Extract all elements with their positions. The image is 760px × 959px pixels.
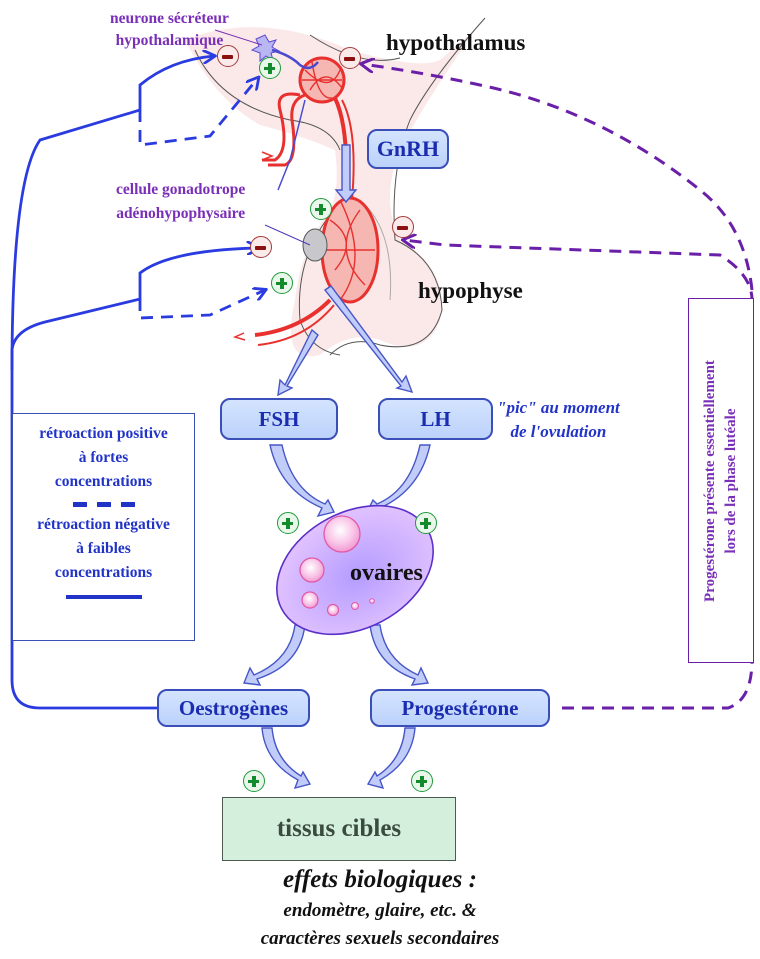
fsh-box: FSH xyxy=(220,398,338,440)
neurone-label: neurone sécréteur hypothalamique xyxy=(110,8,229,52)
legend-negative-line2: à faibles xyxy=(76,540,131,557)
progesterone-box: Progestérone xyxy=(370,689,550,727)
portal-blood-vessels xyxy=(232,56,380,346)
minus-sign-icon xyxy=(250,236,272,258)
cellule-label-line1: cellule gonadotrope xyxy=(116,181,246,198)
plus-sign-icon xyxy=(310,198,332,220)
target-tissue-box: tissus cibles xyxy=(222,797,456,861)
minus-sign-icon xyxy=(392,216,414,238)
lh-peak-note-line1: "pic" au moment xyxy=(497,398,620,417)
cellule-label-line2: adénohypophysaire xyxy=(116,205,246,222)
ovary-shape xyxy=(276,504,434,636)
neurone-label-line2: hypothalamique xyxy=(115,32,224,49)
legend-negative-line3: concentrations xyxy=(54,564,153,581)
progesterone-phase-note-text: Progestérone présente essentiellement lo… xyxy=(700,360,742,602)
lh-peak-note-line2: de l'ovulation xyxy=(510,422,607,441)
ovaires-label: ovaires xyxy=(350,560,423,586)
legend-dashed-line-sample xyxy=(72,502,135,507)
progesterone-note-line2: lors de la phase lutéale xyxy=(723,408,739,553)
progesterone-phase-note: Progestérone présente essentiellement lo… xyxy=(688,298,754,663)
plus-sign-icon xyxy=(271,272,293,294)
cellule-label: cellule gonadotrope adénohypophysaire xyxy=(116,178,245,226)
oestrogenes-box: Oestrogènes xyxy=(157,689,310,727)
hypothalamus-label: hypothalamus xyxy=(386,30,526,55)
legend-box: rétroaction positive à fortes concentrat… xyxy=(12,413,195,641)
neurone-label-line1: neurone sécréteur xyxy=(110,10,229,27)
effets-line-2: caractères sexuels secondaires xyxy=(260,928,500,949)
neuron-icon xyxy=(214,29,319,191)
minus-sign-icon xyxy=(339,47,361,69)
plus-sign-icon xyxy=(243,770,265,792)
plus-sign-icon xyxy=(415,512,437,534)
legend-negative-line1: rétroaction négative xyxy=(37,516,170,533)
lh-peak-note: "pic" au moment de l'ovulation xyxy=(497,396,620,444)
effets-title: effets biologiques : xyxy=(283,866,477,893)
plus-sign-icon xyxy=(277,512,299,534)
legend-positive-line2: à fortes xyxy=(78,449,129,466)
effets-line-1: endomètre, glaire, etc. & xyxy=(283,900,477,921)
hypophyse-label: hypophyse xyxy=(418,278,523,303)
legend-positive-line1: rétroaction positive xyxy=(39,425,168,442)
plus-sign-icon xyxy=(411,770,433,792)
gonadotrope-cell xyxy=(264,224,328,262)
progesterone-note-line1: Progestérone présente essentiellement xyxy=(702,359,718,602)
legend-solid-line-sample xyxy=(65,595,142,599)
legend-positive-line3: concentrations xyxy=(54,473,153,490)
minus-sign-icon xyxy=(217,45,239,67)
lh-box: LH xyxy=(378,398,493,440)
estrogen-feedback-lines xyxy=(10,56,265,710)
gnrh-box: GnRH xyxy=(367,129,449,169)
plus-sign-icon xyxy=(259,57,281,79)
